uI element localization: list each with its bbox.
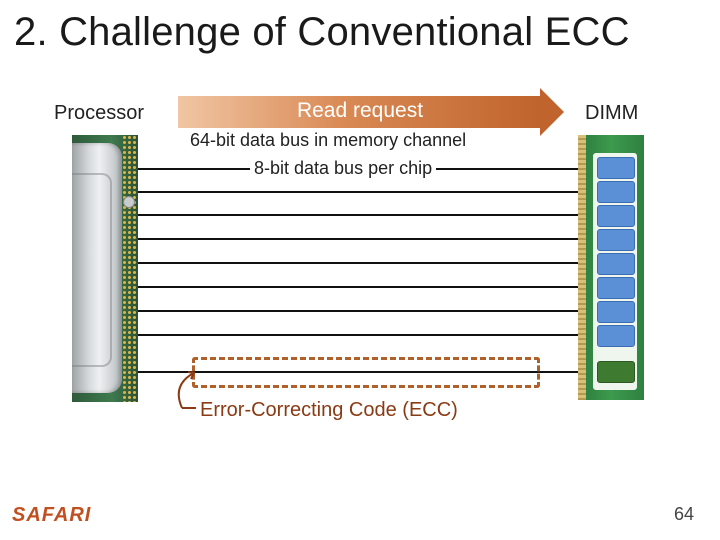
dram-chip	[597, 157, 635, 179]
page-number: 64	[674, 504, 695, 524]
dram-chip	[597, 229, 635, 251]
read-request-label: Read request	[296, 99, 424, 122]
dram-chip	[597, 253, 635, 275]
read-request-arrow	[178, 96, 542, 128]
ecc-label: Error-Correcting Code (ECC)	[200, 399, 458, 421]
processor-mount-hole	[124, 197, 134, 207]
dram-chip	[597, 181, 635, 203]
ecc-bus-line	[138, 371, 586, 373]
dimm-gold-contacts	[578, 135, 586, 400]
processor-label: Processor	[54, 102, 145, 124]
processor-heat-spreader	[72, 143, 122, 393]
dram-chip	[597, 205, 635, 227]
bus-line	[138, 214, 586, 216]
bus-line	[138, 286, 586, 288]
bus-line	[138, 262, 586, 264]
bus-line	[138, 191, 586, 193]
processor-lid-outline	[72, 173, 112, 367]
slide-title: 2. Challenge of Conventional ECC	[14, 10, 630, 54]
safari-logo: SAFARI	[12, 504, 92, 526]
ecc-chip	[597, 361, 635, 383]
dram-chip	[597, 325, 635, 347]
dram-chip	[597, 277, 635, 299]
dimm-module-image	[578, 135, 644, 400]
processor-contact-pins	[122, 135, 138, 402]
dram-chip	[597, 301, 635, 323]
bus-line	[138, 238, 586, 240]
ecc-pointer-arrow	[177, 371, 196, 409]
read-request-arrow-head	[540, 88, 564, 136]
processor-chip-image	[72, 135, 138, 402]
chip-bus-width-label: 8-bit data bus per chip	[250, 158, 437, 179]
ecc-highlight-box	[192, 357, 540, 388]
bus-line	[138, 334, 586, 336]
dimm-label: DIMM	[585, 102, 639, 124]
channel-bus-width-label: 64-bit data bus in memory channel	[186, 130, 471, 151]
bus-line	[138, 310, 586, 312]
